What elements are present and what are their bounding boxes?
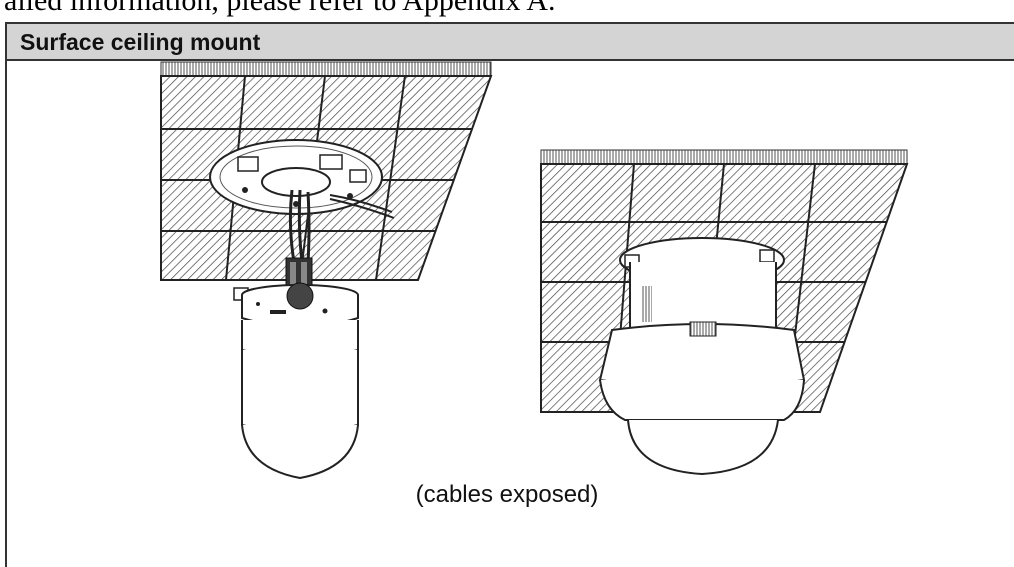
intro-text: ailed information, please refer to Appen… bbox=[4, 0, 556, 17]
left-camera-housing bbox=[233, 282, 359, 480]
figure-frame bbox=[5, 22, 1014, 567]
right-dome-camera bbox=[598, 237, 806, 476]
section-header: Surface ceiling mount bbox=[7, 24, 1014, 61]
left-cables bbox=[285, 189, 313, 291]
figure-caption: (cables exposed) bbox=[415, 481, 599, 508]
section-title: Surface ceiling mount bbox=[20, 29, 261, 55]
left-mount-plate bbox=[209, 139, 395, 219]
